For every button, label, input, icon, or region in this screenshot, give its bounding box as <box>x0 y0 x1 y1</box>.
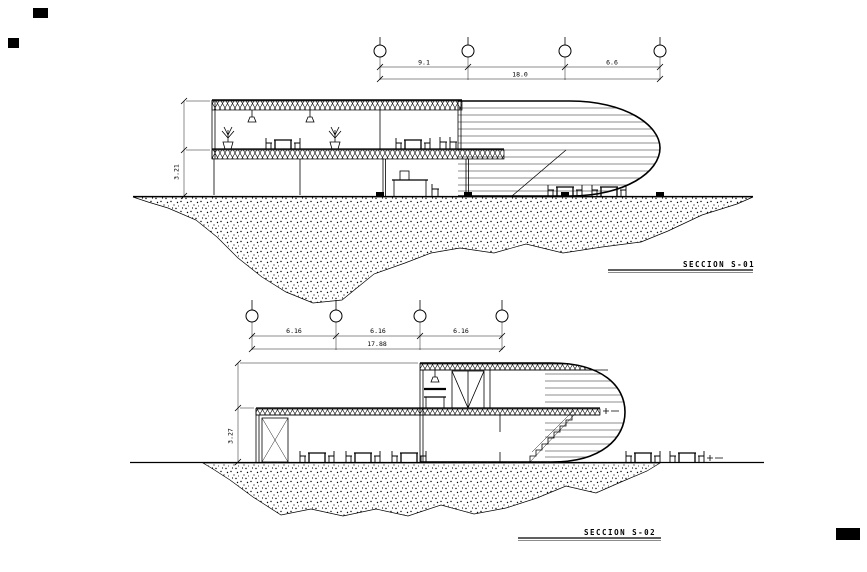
dim-label: 6.6 <box>606 59 618 67</box>
support-column <box>213 159 301 195</box>
dim-label: 6.16 <box>453 327 469 335</box>
shell-stair-line <box>511 149 567 197</box>
stairs <box>529 409 575 463</box>
frame-marks <box>8 8 860 540</box>
dim-label: 9.1 <box>418 59 430 67</box>
grid-bubble <box>558 37 572 80</box>
dimension-lines-s02: 6.16 6.16 6.16 17.88 <box>248 327 506 353</box>
dim-label: 6.16 <box>370 327 386 335</box>
terrain-hatch-s01 <box>132 196 754 304</box>
one-storey-block <box>255 408 427 463</box>
frame-mark-bottom-right <box>836 528 860 540</box>
grid-bubble <box>653 37 667 80</box>
footings-s01 <box>376 192 664 196</box>
frame-mark-left <box>8 38 19 48</box>
section-title: SECCION S-02 <box>584 528 656 537</box>
section-title: SECCION S-01 <box>683 260 755 269</box>
shell-outline <box>458 100 661 197</box>
section-s01: 9.1 6.6 18.0 3.21 <box>132 37 755 304</box>
shell-outline <box>420 362 626 463</box>
curved-shell <box>458 100 661 197</box>
dim-label: 17.88 <box>367 340 387 348</box>
floor-slab <box>211 149 505 160</box>
terrain-hatch-s02 <box>201 462 662 517</box>
upper-floor-furniture <box>424 369 485 409</box>
terrace-furniture <box>625 450 705 463</box>
left-wall <box>211 100 216 159</box>
basement <box>382 159 469 197</box>
building-s02 <box>255 362 723 463</box>
level-markers <box>603 408 723 461</box>
grid-bubble <box>413 300 427 350</box>
building-s01 <box>211 99 664 197</box>
dim-label-vertical: 3.27 <box>227 428 235 444</box>
frame-mark-top-left <box>33 8 48 18</box>
title-s01: SECCION S-01 <box>608 260 755 273</box>
dimension-lines-s01: 9.1 6.6 18.0 <box>376 59 664 83</box>
furniture-main-floor <box>221 109 458 150</box>
title-s02: SECCION S-02 <box>518 528 661 541</box>
grid-bubble <box>461 37 475 80</box>
dim-label-vertical: 3.21 <box>173 164 181 180</box>
vertical-dimension-s01: 3.21 <box>173 97 210 200</box>
dim-label: 18.0 <box>512 71 528 79</box>
mid-slab <box>255 407 601 416</box>
roof-slab <box>211 100 463 111</box>
grid-bubble <box>329 300 343 350</box>
grid-bubbles-s01 <box>373 37 667 80</box>
right-wall <box>457 101 462 150</box>
left-wall <box>255 408 260 462</box>
dim-label: 6.16 <box>286 327 302 335</box>
section-s02: 6.16 6.16 6.16 17.88 3.27 <box>130 300 764 541</box>
grid-bubble <box>495 300 509 350</box>
grid-bubble <box>245 300 259 350</box>
grid-bubble <box>373 37 387 80</box>
